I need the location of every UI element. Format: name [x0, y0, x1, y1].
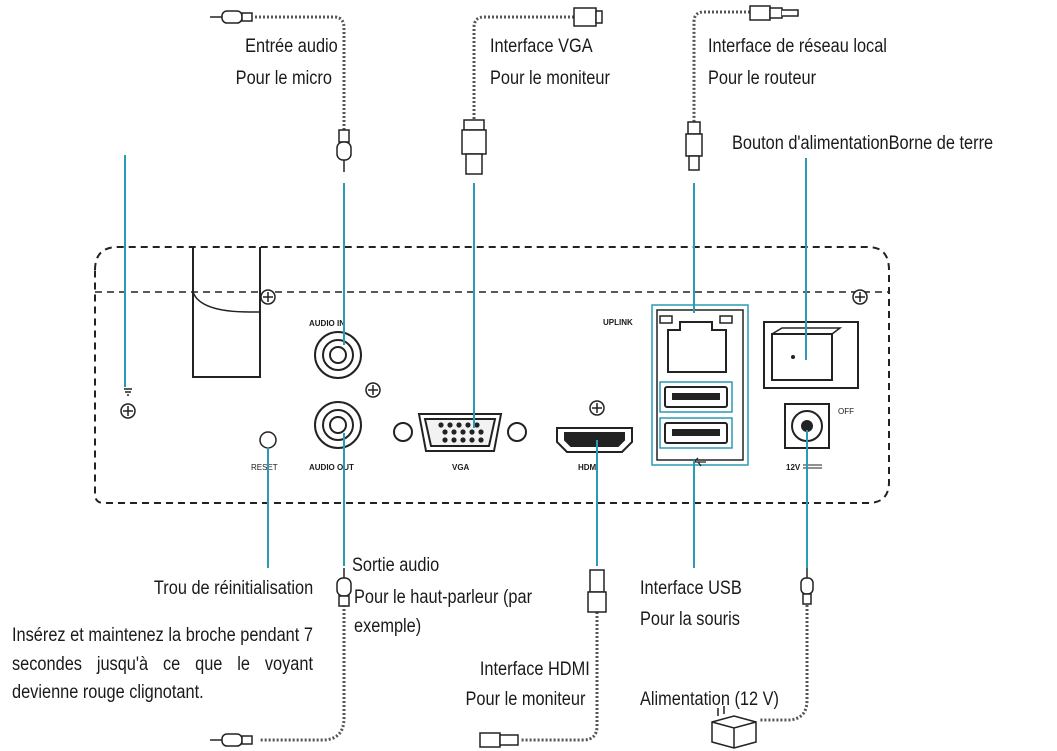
panel-text-off: OFF	[838, 407, 854, 416]
label-reset-title: Trou de réinitialisation	[153, 578, 313, 599]
panel-text-dc: 12V	[786, 463, 801, 472]
audio-out-plug-icon	[210, 568, 352, 747]
label-lan-title: Interface de réseau local	[708, 36, 887, 57]
audio-plug-icon	[210, 10, 352, 172]
vga-plug-icon	[461, 7, 603, 175]
hdmi-port	[556, 427, 633, 453]
label-power-ground: Bouton d'alimentationBorne de terre	[732, 133, 994, 154]
lan-plug-icon	[685, 5, 799, 171]
dc-power-jack	[784, 403, 830, 449]
label-hdmi-sub: Pour le moniteur	[465, 689, 585, 710]
label-lan-sub: Pour le routeur	[708, 68, 817, 89]
power-plug-icon	[711, 568, 814, 749]
panel-text-uplink: UPLINK	[603, 318, 633, 327]
label-audio-in-title: Entrée audio	[245, 36, 338, 57]
label-audio-out-title: Sortie audio	[352, 555, 440, 576]
ground-terminal-icon	[124, 388, 132, 396]
leader-lines	[124, 155, 808, 568]
audio-in-jack	[314, 331, 362, 379]
label-usb-sub: Pour la souris	[640, 609, 740, 630]
panel-text-vga: VGA	[452, 463, 470, 472]
panel-text-audio-in: AUDIO IN	[309, 319, 345, 328]
dc-symbol-icon	[803, 464, 822, 469]
panel-text-audio-out: AUDIO OUT	[309, 463, 354, 472]
reset-instructions: Insérez et maintenez la broche pendant 7…	[12, 625, 313, 703]
cables	[255, 10, 809, 742]
panel-text-hdmi: HDMI	[578, 463, 598, 472]
vga-port	[393, 413, 527, 452]
label-power-supply: Alimentation (12 V)	[640, 689, 779, 710]
lan-usb-block	[651, 304, 749, 467]
label-usb-title: Interface USB	[640, 578, 742, 599]
device-body	[94, 246, 890, 504]
reset-hole	[259, 431, 277, 449]
screw-icon	[120, 289, 868, 419]
audio-out-jack	[314, 401, 362, 449]
label-vga-title: Interface VGA	[490, 36, 593, 57]
label-hdmi-title: Interface HDMI	[480, 659, 590, 680]
label-audio-in-sub: Pour le micro	[235, 68, 332, 89]
panel-text-reset: RESET	[251, 463, 278, 472]
label-audio-out-sub: Pour le haut-parleur (par	[354, 587, 533, 608]
power-switch	[763, 321, 859, 389]
label-audio-out-sub2: exemple)	[354, 616, 422, 637]
mounting-bracket	[192, 247, 261, 378]
hdmi-plug-icon	[479, 569, 607, 748]
label-vga-sub: Pour le moniteur	[490, 68, 610, 89]
